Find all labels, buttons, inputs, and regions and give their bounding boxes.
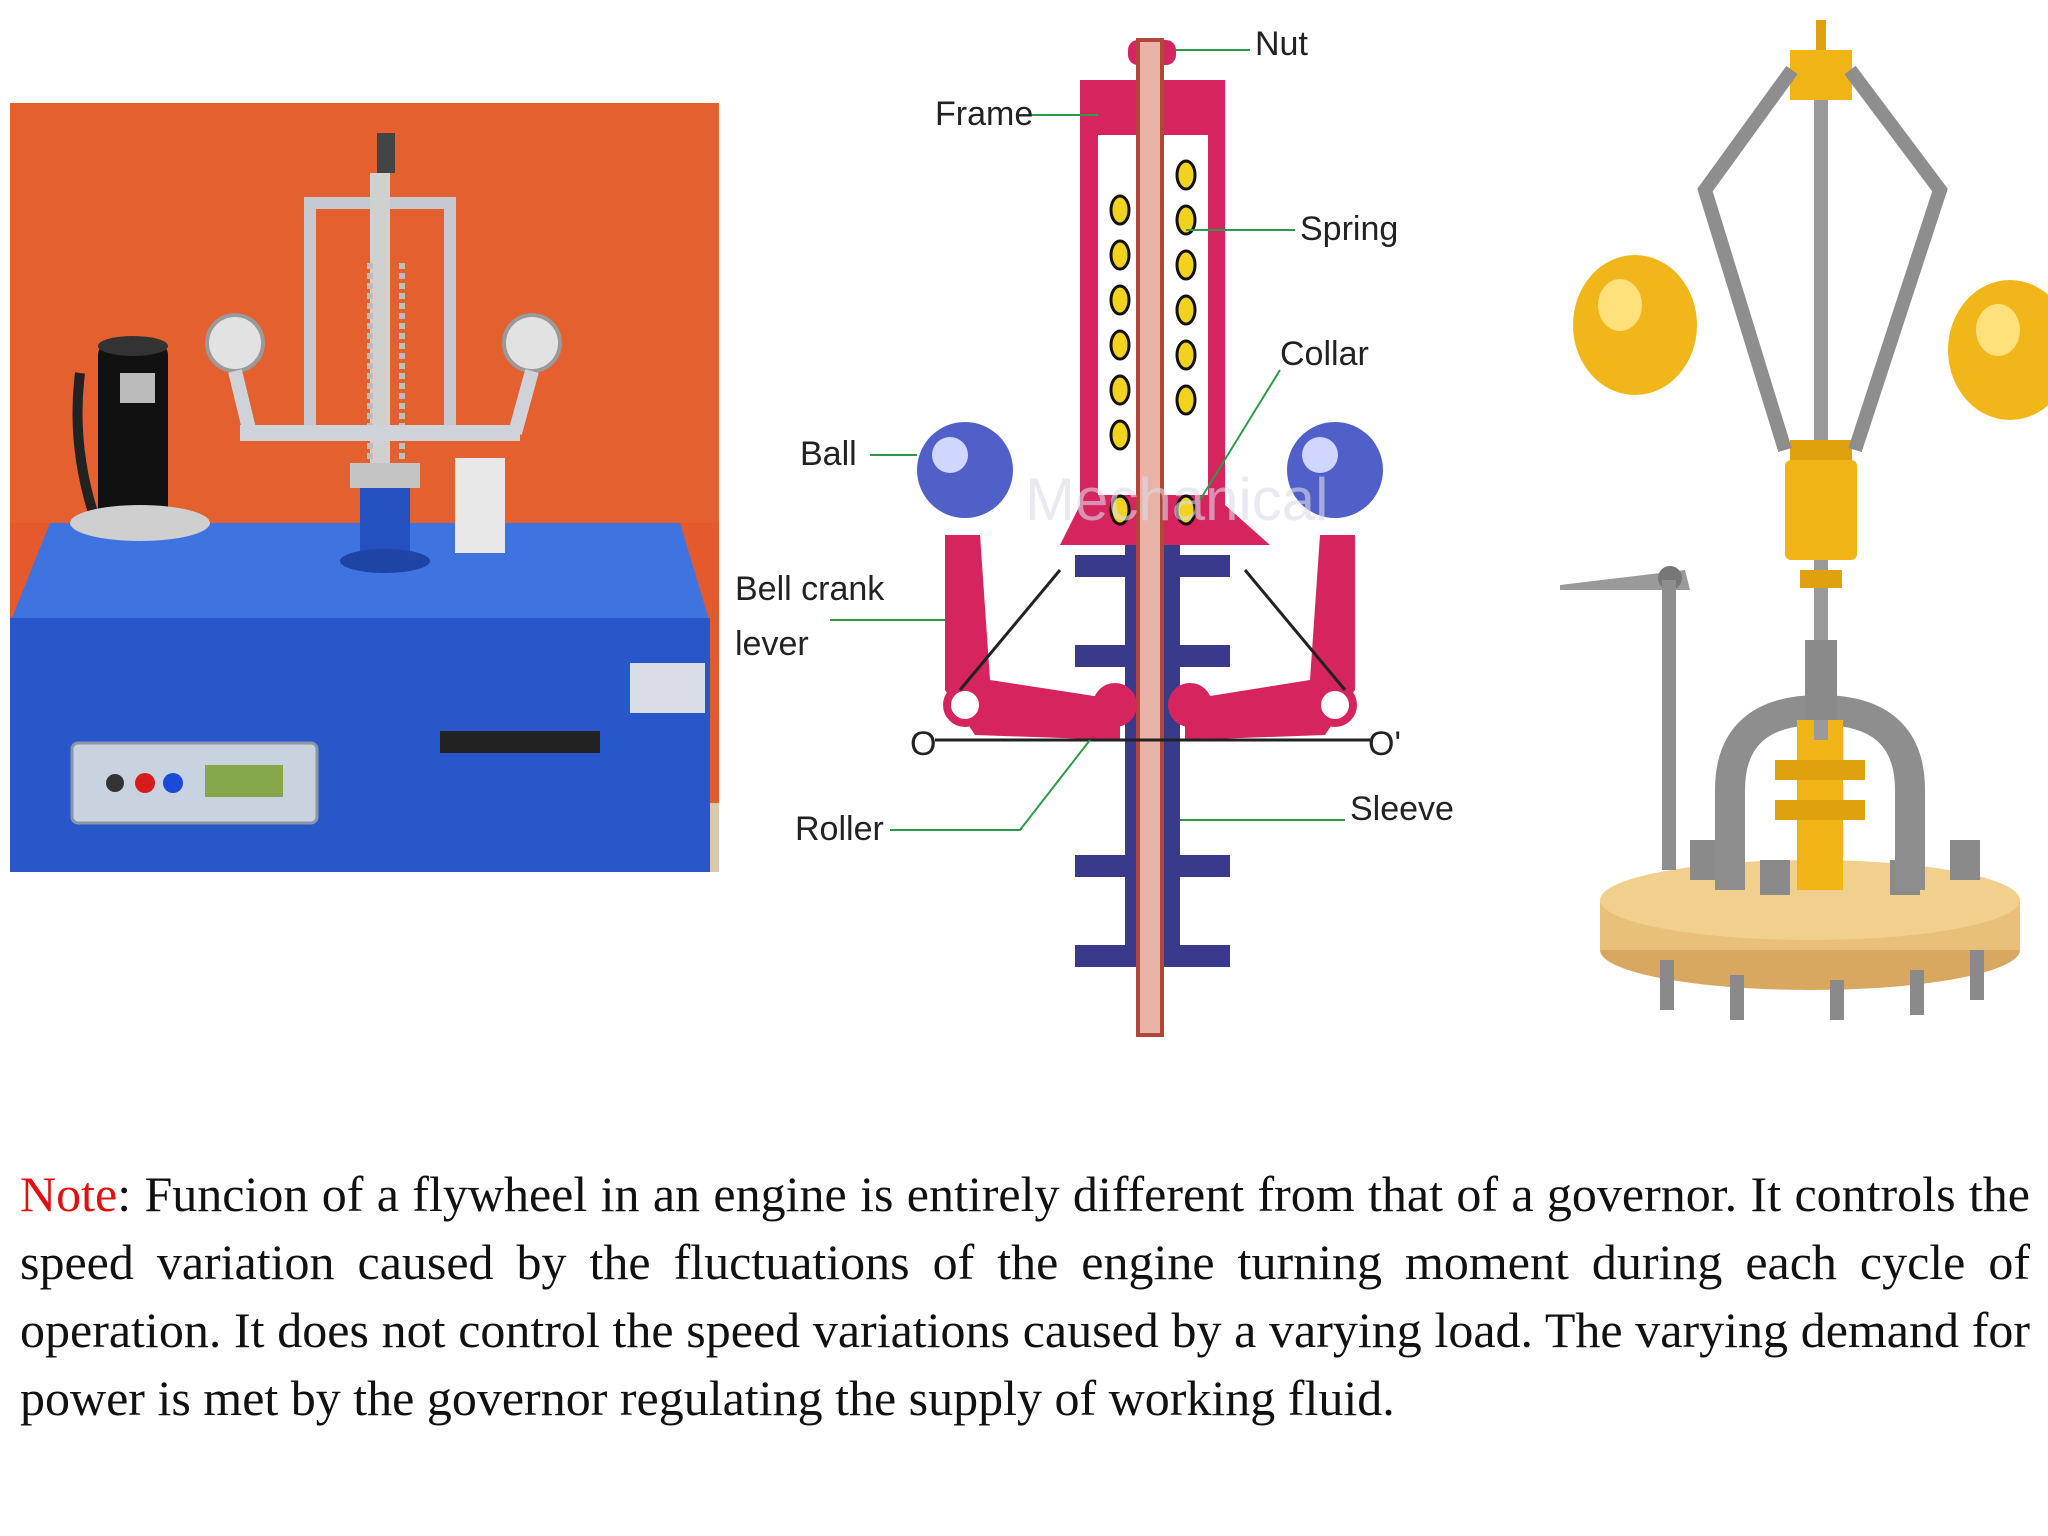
governor-machine-photo (10, 103, 719, 872)
label-collar: Collar (1280, 335, 1369, 373)
label-o: O (910, 725, 936, 763)
label-lever: lever (735, 625, 809, 663)
label-o-prime: O' (1368, 725, 1401, 763)
note-paragraph: Note: Funcion of a flywheel in an engine… (20, 1160, 2030, 1432)
watermark: Mechanical (1025, 466, 1329, 533)
label-ball: Ball (800, 435, 857, 473)
label-nut: Nut (1255, 25, 1308, 63)
governor-3d-model (1530, 0, 2048, 1020)
governor-cross-section-diagram: Mechanical Nut Frame Spring Collar Ball … (720, 0, 1460, 1050)
label-spring: Spring (1300, 210, 1398, 248)
note-text: : Funcion of a flywheel in an engine is … (20, 1166, 2030, 1426)
note-keyword: Note (20, 1166, 118, 1222)
label-roller: Roller (795, 810, 884, 848)
label-bell-crank: Bell crank (735, 570, 885, 608)
label-sleeve: Sleeve (1350, 790, 1454, 828)
label-frame: Frame (935, 95, 1033, 133)
